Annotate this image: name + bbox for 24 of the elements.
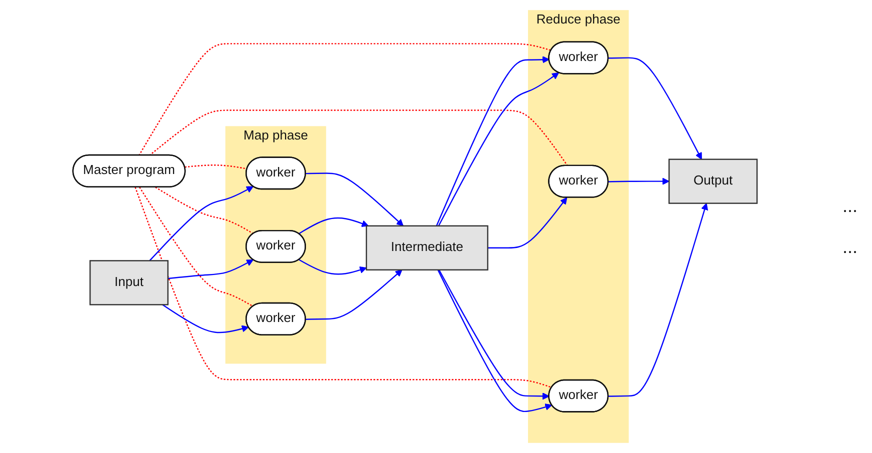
arrow [298,217,369,234]
connector [139,186,254,307]
connector [149,110,568,166]
connector [138,43,552,156]
node-box: Input [89,260,169,306]
connector [155,186,254,234]
ellipsis-text: ... [842,236,858,258]
ellipsis-text: ... [842,196,858,216]
arrow [306,172,404,226]
node-box: Intermediate [366,225,488,270]
arrow [608,57,702,160]
arrow [488,197,568,248]
arrow [608,202,708,397]
arrow [436,56,550,226]
arrow [162,304,249,334]
connector [134,187,552,388]
arrow [438,72,560,226]
arrow [168,259,254,280]
node-box: Output [668,158,758,204]
arrow [608,178,670,185]
arrow [298,259,367,275]
arrow [306,270,402,320]
arrow [149,186,254,262]
connector [184,164,248,170]
